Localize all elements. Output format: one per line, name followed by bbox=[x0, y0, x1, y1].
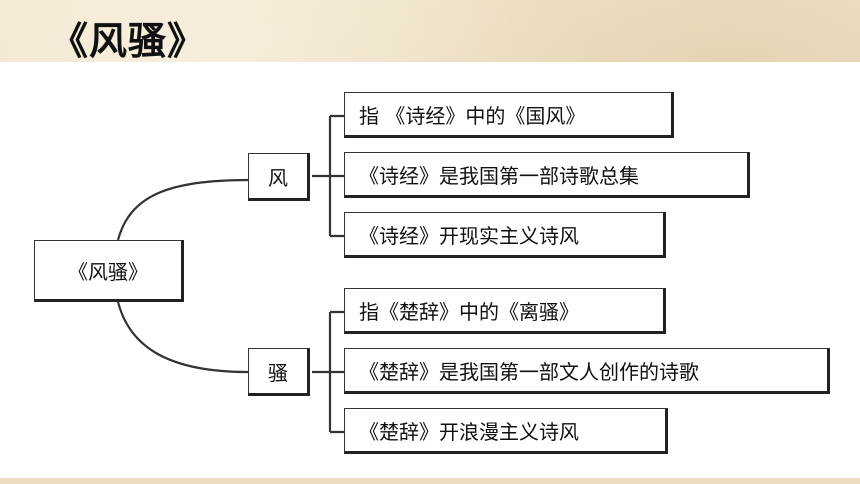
root-node: 《风骚》 bbox=[34, 240, 184, 302]
leaf-node-sao-3: 《楚辞》开浪漫主义诗风 bbox=[344, 408, 668, 454]
slide-title: 《风骚》 bbox=[50, 19, 207, 63]
sao-bracket bbox=[312, 310, 344, 434]
leaf-node-sao-1: 指《楚辞》中的《离骚》 bbox=[344, 288, 666, 334]
branch-node-feng: 风 bbox=[248, 153, 310, 201]
leaf-node-label: 《楚辞》是我国第一部文人创作的诗歌 bbox=[359, 359, 699, 384]
branch-node-feng-label: 风 bbox=[268, 165, 288, 190]
root-to-sao-curve bbox=[116, 301, 249, 374]
feng-bracket bbox=[312, 114, 344, 238]
leaf-node-label: 指《楚辞》中的《离骚》 bbox=[359, 299, 579, 324]
leaf-node-label: 《楚辞》开浪漫主义诗风 bbox=[359, 419, 579, 444]
leaf-node-sao-2: 《楚辞》是我国第一部文人创作的诗歌 bbox=[344, 348, 830, 394]
leaf-node-label: 指 《诗经》中的《国风》 bbox=[359, 103, 586, 128]
leaf-node-label: 《诗经》开现实主义诗风 bbox=[359, 223, 579, 248]
leaf-node-feng-1: 指 《诗经》中的《国风》 bbox=[344, 92, 674, 138]
leaf-node-label: 《诗经》是我国第一部诗歌总集 bbox=[359, 163, 639, 188]
branch-node-sao: 骚 bbox=[248, 348, 310, 396]
leaf-node-feng-3: 《诗经》开现实主义诗风 bbox=[344, 212, 666, 258]
leaf-node-feng-2: 《诗经》是我国第一部诗歌总集 bbox=[344, 152, 750, 198]
root-to-feng-curve bbox=[116, 178, 249, 241]
branch-node-sao-label: 骚 bbox=[268, 360, 288, 385]
root-node-label: 《风骚》 bbox=[68, 259, 148, 284]
